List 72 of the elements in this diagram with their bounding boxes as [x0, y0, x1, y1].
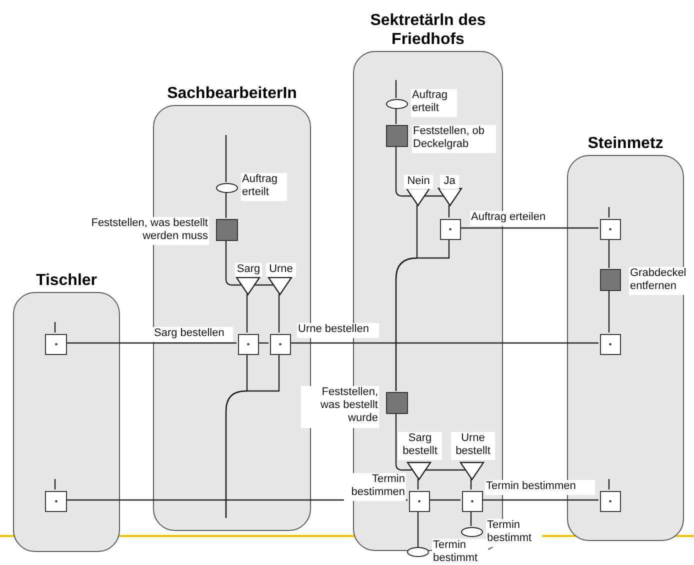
- connector-line: [290, 342, 598, 344]
- box-label: Auftrag erteilt: [411, 89, 457, 117]
- connector-triangle: [268, 277, 292, 295]
- connector-line: [246, 294, 248, 332]
- interface-box: [270, 334, 290, 354]
- connector-line: [470, 479, 472, 490]
- connector-triangle: [460, 462, 484, 480]
- box-label: Termin bestimmen: [344, 473, 406, 501]
- box-label: Feststellen, was bestellt wurde: [301, 386, 379, 428]
- connector-line: [278, 294, 280, 332]
- connector-line: [417, 510, 419, 547]
- connector-line: [424, 469, 465, 471]
- interface-box: [408, 490, 430, 512]
- event-ellipse: [216, 183, 238, 193]
- connector-line: [395, 238, 450, 391]
- lane-title: SachbearbeiterIn: [166, 84, 298, 103]
- connector-line: [54, 479, 56, 490]
- connector-line: [395, 146, 411, 197]
- connector-line: [225, 354, 280, 518]
- function-block: [386, 392, 408, 414]
- interface-box: [600, 334, 620, 354]
- connector-line: [460, 227, 598, 229]
- connector-line: [395, 413, 412, 471]
- connector-line: [448, 205, 450, 218]
- event-ellipse: [386, 99, 408, 109]
- connector-line: [417, 479, 419, 490]
- connector-triangle: [407, 462, 431, 480]
- connector-line: [423, 195, 443, 197]
- interface-box: [600, 218, 620, 240]
- connector-line: [253, 284, 273, 286]
- function-block: [216, 219, 238, 241]
- connector-line: [395, 108, 397, 124]
- connector-line: [428, 499, 460, 501]
- box-label: Sarg: [235, 263, 262, 277]
- connector-line: [54, 322, 56, 332]
- connector-triangle: [236, 277, 260, 295]
- connector-line: [225, 135, 227, 182]
- connector-line: [66, 342, 236, 344]
- box-label: Urne: [266, 263, 296, 277]
- connector-line: [608, 479, 610, 490]
- connector-line: [608, 207, 610, 218]
- box-label: Feststellen, ob Deckelgrab: [412, 125, 496, 153]
- event-ellipse: [461, 527, 483, 537]
- interface-box: [440, 218, 460, 240]
- interface-box: [45, 334, 67, 354]
- box-label: Ja: [440, 175, 459, 189]
- box-label: Termin bestimmt: [486, 519, 542, 547]
- interface-box: [462, 490, 482, 512]
- connector-line: [66, 499, 408, 501]
- connector-line: [225, 192, 227, 218]
- interface-box: [238, 334, 258, 354]
- box-label: Termin bestimmen: [485, 480, 595, 495]
- connector-line: [470, 510, 472, 526]
- interface-box: [600, 490, 620, 512]
- box-label: Sarg bestellen: [153, 327, 233, 342]
- connector-line: [482, 499, 598, 501]
- interface-box: [45, 490, 67, 512]
- function-block: [386, 125, 408, 147]
- box-label: Urne bestellen: [297, 323, 379, 338]
- connector-triangle: [438, 188, 462, 206]
- connector-line: [395, 80, 397, 98]
- lane-title: Sektretärln des Friedhofs: [369, 11, 487, 49]
- box-label: Auftrag erteilt: [241, 173, 287, 201]
- event-ellipse: [407, 547, 429, 557]
- connector-line: [608, 290, 610, 332]
- function-block: [600, 269, 620, 291]
- connector-line: [608, 238, 610, 268]
- box-label: Nein: [404, 175, 433, 189]
- connector-line: [225, 240, 241, 286]
- lane-title: Steinmetz: [586, 134, 664, 153]
- lane-title: Tischler: [34, 271, 98, 290]
- connector-line: [258, 342, 268, 344]
